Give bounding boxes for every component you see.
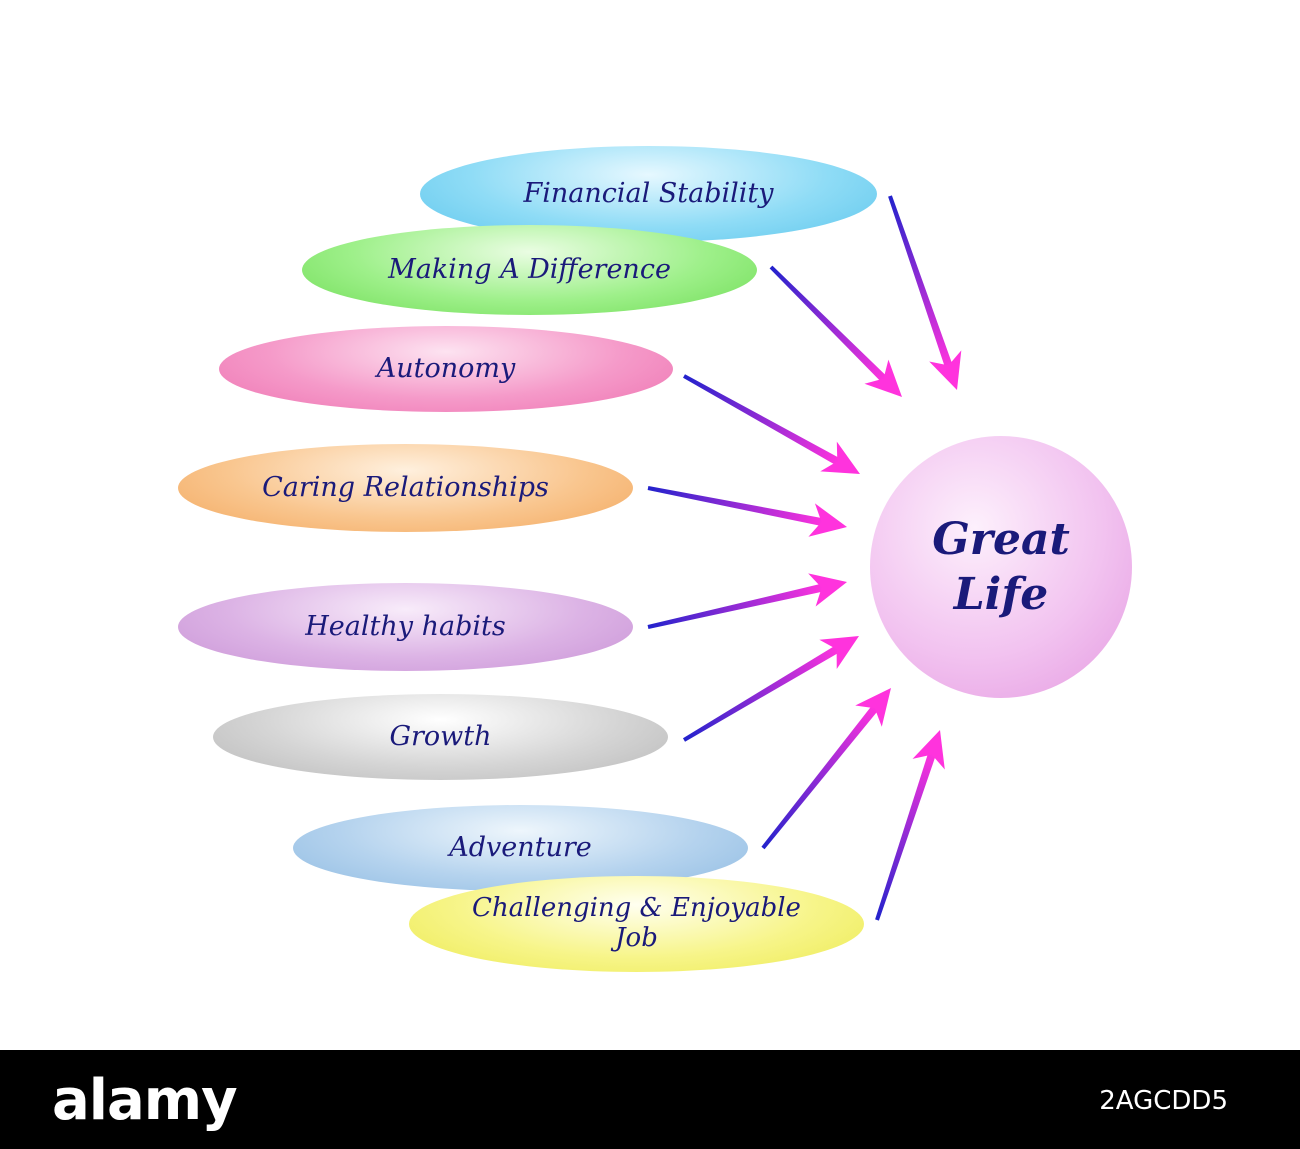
arrow-head xyxy=(820,441,861,475)
brand-logo: alamy xyxy=(52,1068,238,1133)
arrow-3 xyxy=(683,374,861,475)
arrow-7 xyxy=(761,687,892,850)
hub-label: Great Life xyxy=(932,514,1070,620)
factor-label: Challenging & Enjoyable Job xyxy=(472,893,801,953)
arrows-layer xyxy=(647,195,962,921)
arrow-1 xyxy=(888,195,962,391)
factor-label: Growth xyxy=(389,720,492,752)
arrow-head xyxy=(819,635,860,670)
arrow-shaft xyxy=(761,704,880,850)
arrow-head xyxy=(912,730,945,770)
factor-label: Autonomy xyxy=(376,352,516,384)
arrow-shaft xyxy=(682,644,841,742)
factor-label: Making A Difference xyxy=(388,253,671,285)
factor-label: Adventure xyxy=(449,831,592,863)
arrow-shaft xyxy=(647,486,825,527)
factor-caring-relationships: Caring Relationships xyxy=(178,444,633,532)
arrow-4 xyxy=(647,486,848,537)
stock-footer: alamy 2AGCDD5 xyxy=(0,1050,1300,1149)
factor-label: Healthy habits xyxy=(305,610,506,642)
arrow-shaft xyxy=(683,374,841,466)
arrow-shaft xyxy=(888,195,953,369)
arrow-5 xyxy=(647,573,848,629)
arrow-2 xyxy=(769,265,902,397)
arrow-head xyxy=(808,573,848,607)
arrow-shaft xyxy=(647,583,825,629)
image-reference: 2AGCDD5 xyxy=(1099,1086,1228,1116)
factor-autonomy: Autonomy xyxy=(219,326,673,412)
arrow-head xyxy=(929,350,962,391)
arrow-head xyxy=(855,687,892,727)
arrow-shaft xyxy=(875,751,937,921)
factor-label: Caring Relationships xyxy=(262,471,549,503)
factor-challenging-enjoyable-job: Challenging & Enjoyable Job xyxy=(409,876,864,972)
factor-label: Financial Stability xyxy=(523,177,774,209)
factor-making-a-difference: Making A Difference xyxy=(302,225,757,315)
arrow-head xyxy=(864,359,902,397)
arrow-6 xyxy=(682,635,860,742)
great-life-hub: Great Life xyxy=(870,436,1132,698)
arrow-head xyxy=(808,503,848,537)
great-life-diagram: Financial Stability Making A Difference … xyxy=(178,146,1132,972)
arrow-shaft xyxy=(769,265,888,383)
factor-growth: Growth xyxy=(213,694,668,780)
arrow-8 xyxy=(875,730,945,921)
factor-healthy-habits: Healthy habits xyxy=(178,583,633,671)
